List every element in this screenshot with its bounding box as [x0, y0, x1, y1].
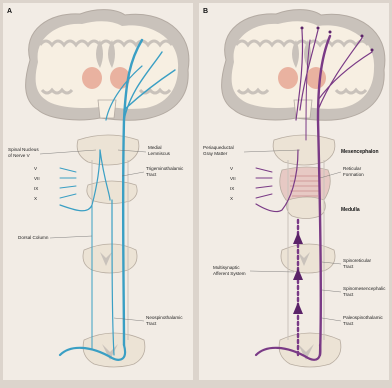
panel-a-letter: A [7, 8, 12, 15]
label-reticular-2: Formation [343, 172, 364, 177]
brain-section-b [222, 10, 385, 121]
label-nerve-x: X [34, 196, 37, 201]
label-multisynaptic: Multisynaptic [213, 265, 240, 270]
label-spinal-nucleus: Spinal Nucleus [8, 147, 39, 152]
label-spinal-nucleus-2: of Nerve V [8, 153, 31, 158]
label-neospinothalamic: Neospinothalamic [146, 315, 183, 320]
label-nerve-ix: IX [34, 186, 38, 191]
label-paleospinothalamic: Paleospinothalamic [343, 315, 384, 320]
label-neospinothalamic-2: Tract [146, 321, 157, 326]
label-medulla: Medulla [341, 207, 360, 213]
label-nerve-vii-b: VII [230, 176, 236, 181]
label-spinoreticular-2: Tract [343, 264, 354, 269]
label-trigeminothalamic-2: Tract [146, 172, 157, 177]
label-periaqueductal-2: Gray Matter [203, 151, 228, 156]
label-trigeminothalamic: Trigeminothalamic [146, 166, 184, 171]
label-medial-lemniscus-2: Lemniscus [148, 151, 171, 156]
panel-b-letter: B [203, 8, 208, 15]
label-multisynaptic-2: Afferent System [213, 271, 246, 276]
label-medial-lemniscus: Medial [148, 145, 162, 150]
label-nerve-x-b: X [230, 196, 233, 201]
label-nerve-ix-b: IX [230, 186, 234, 191]
label-spinomesencephalic: Spinomesencephalic [343, 286, 386, 291]
label-periaqueductal: Periaqueductal [203, 145, 234, 150]
label-spinoreticular: Spinoreticular [343, 258, 372, 263]
label-dorsal-column: Dorsal Column [18, 235, 49, 240]
label-nerve-vii: VII [34, 176, 40, 181]
label-reticular: Reticular [343, 166, 362, 171]
label-paleospinothalamic-2: Tract [343, 321, 354, 326]
label-spinomesencephalic-2: Tract [343, 292, 354, 297]
brain-section-a [26, 10, 189, 121]
label-mesencephalon: Mesencephalon [341, 149, 379, 155]
